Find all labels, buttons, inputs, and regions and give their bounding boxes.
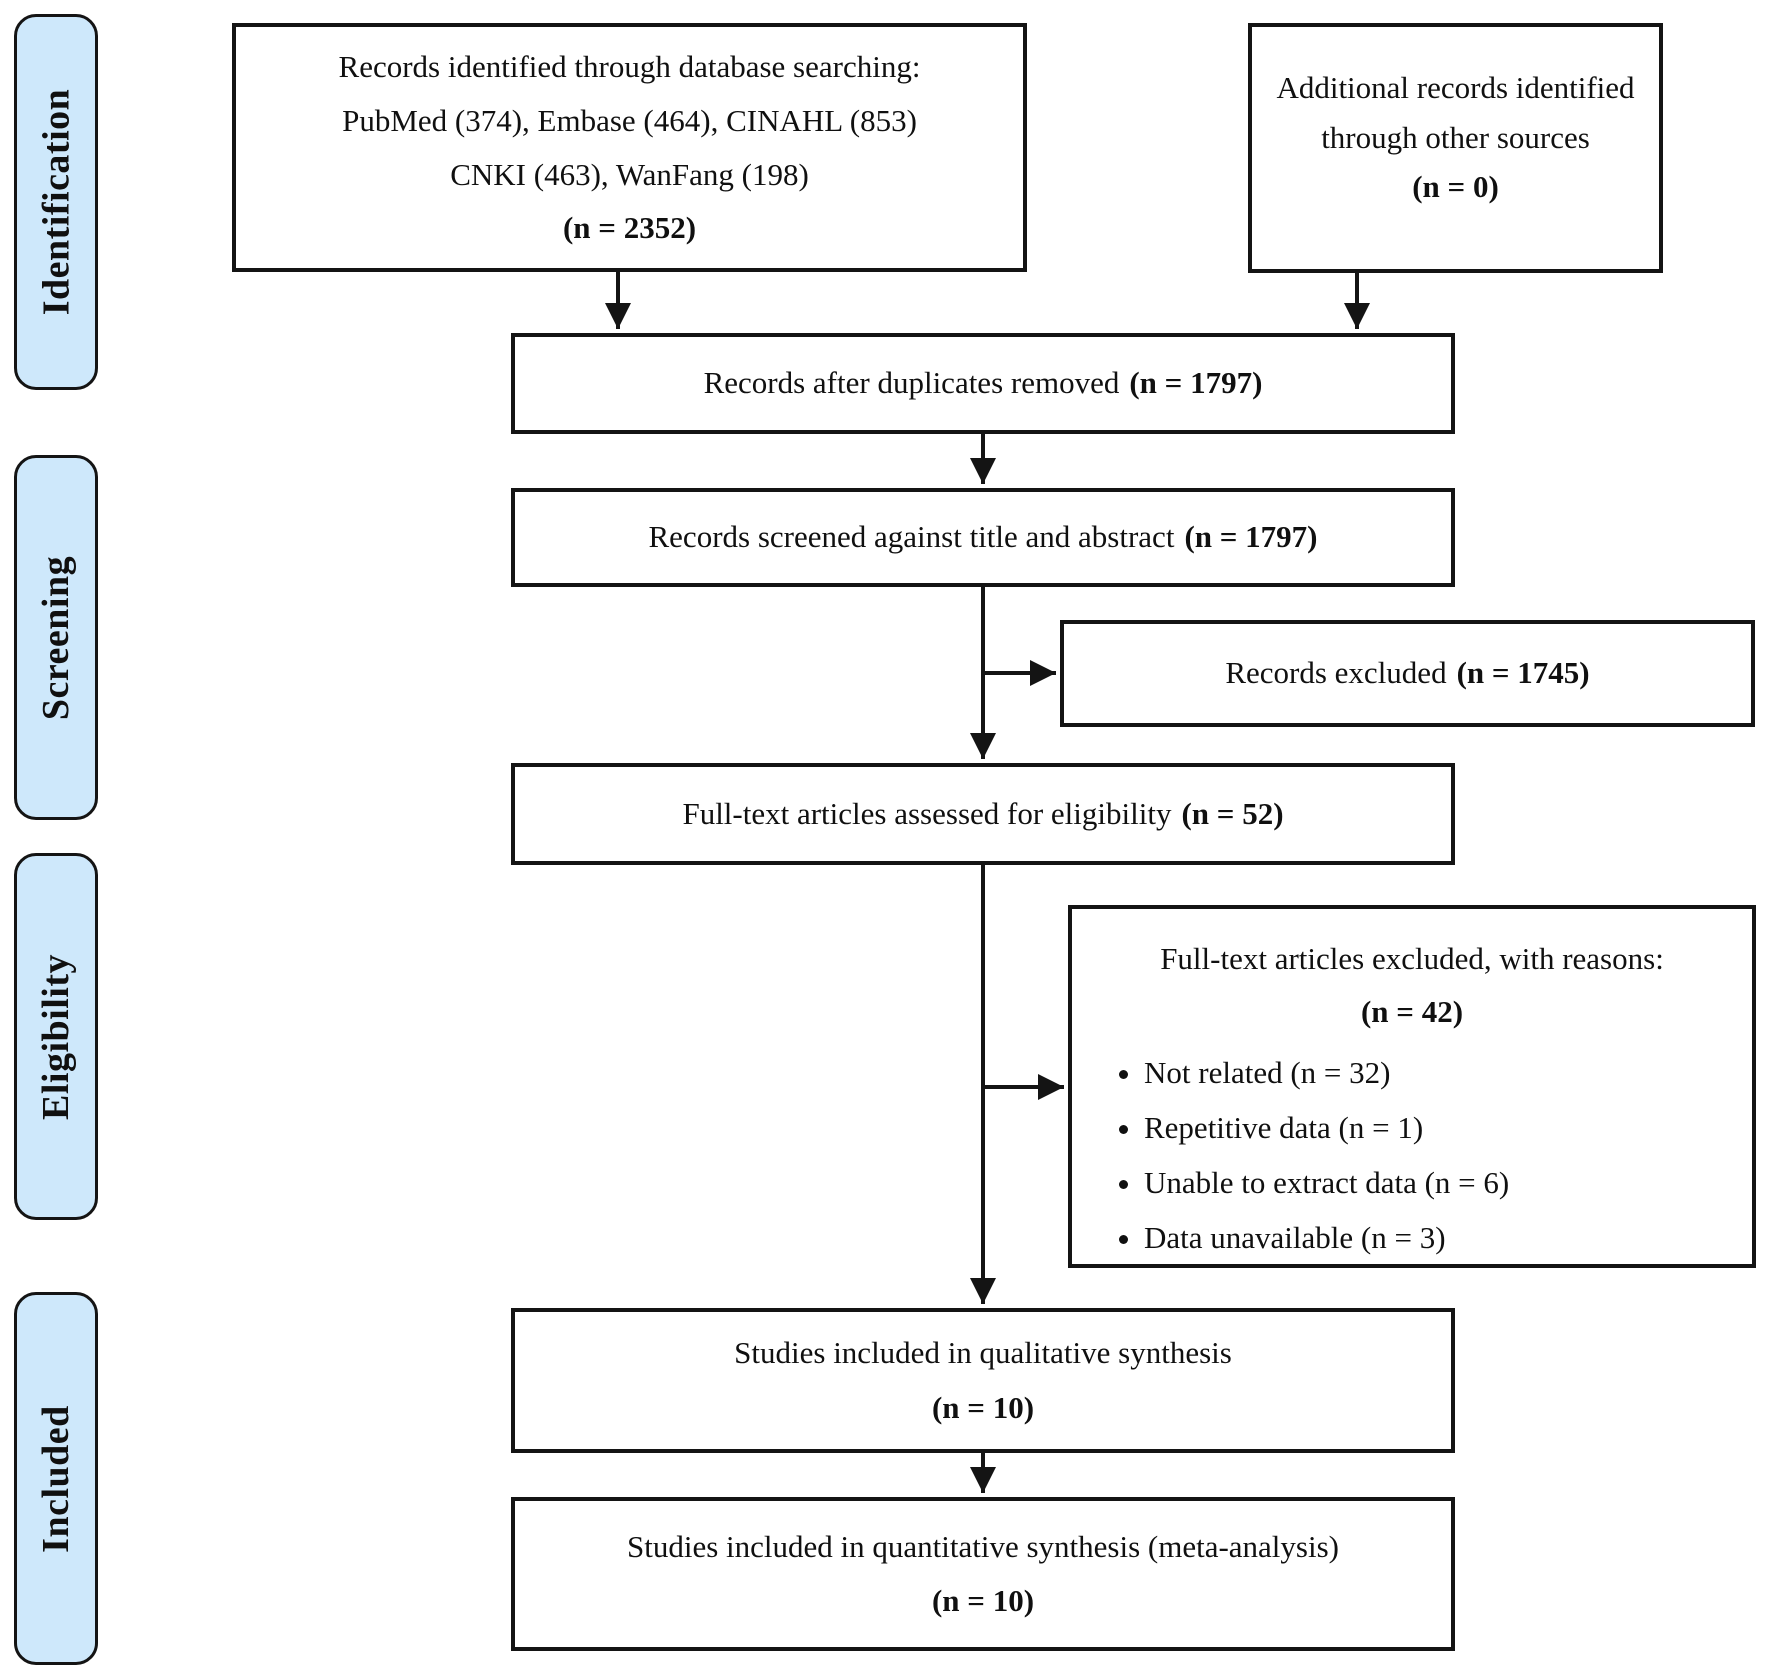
box-records-excluded: Records excluded(n = 1745) (1060, 620, 1755, 727)
stage-label-text: Included (35, 1404, 77, 1553)
box-text-line: Records after duplicates removed(n = 179… (704, 357, 1263, 410)
box-count: (n = 42) (1360, 993, 1464, 1029)
exclusion-reasons-list: Not related (n = 32) Repetitive data (n … (1092, 1052, 1732, 1271)
box-text-line: PubMed (374), Embase (464), CINAHL (853) (342, 102, 917, 138)
box-count: (n = 1745) (1456, 655, 1590, 691)
box-text-line: CNKI (463), WanFang (198) (450, 156, 809, 192)
box-text-line: Additional records identified (1276, 70, 1635, 105)
stage-label-screening: Screening (14, 455, 98, 820)
box-text: Full-text articles assessed for eligibil… (682, 795, 1172, 831)
box-text-line: Records identified through database sear… (338, 48, 921, 84)
box-title: Full-text articles excluded, with reason… (1160, 941, 1664, 976)
box-after-duplicates: Records after duplicates removed(n = 179… (511, 333, 1455, 434)
reason-item: Unable to extract data (n = 6) (1144, 1162, 1732, 1205)
box-count: (n = 2352) (562, 210, 697, 246)
box-text-line: through other sources (1321, 119, 1590, 155)
box-count: (n = 10) (931, 1389, 1035, 1425)
stage-label-text: Identification (35, 88, 77, 316)
box-records-screened: Records screened against title and abstr… (511, 488, 1455, 587)
box-text-line: Full-text articles assessed for eligibil… (682, 788, 1283, 841)
box-records-identified: Records identified through database sear… (232, 23, 1027, 272)
box-quantitative-synthesis: Studies included in quantitative synthes… (511, 1497, 1455, 1651)
box-qualitative-synthesis: Studies included in qualitative synthesi… (511, 1308, 1455, 1453)
stage-label-text: Eligibility (35, 953, 78, 1120)
box-count: (n = 10) (931, 1583, 1035, 1618)
box-text-line: Records excluded(n = 1745) (1225, 647, 1589, 700)
box-count: (n = 1797) (1129, 365, 1263, 401)
box-text-line: Records screened against title and abstr… (649, 511, 1318, 564)
box-fulltext-assessed: Full-text articles assessed for eligibil… (511, 763, 1455, 865)
stage-label-text: Screening (35, 555, 77, 720)
box-count: (n = 52) (1181, 795, 1284, 831)
reason-item: Repetitive data (n = 1) (1144, 1107, 1732, 1150)
box-text: Records excluded (1225, 655, 1447, 691)
box-count: (n = 1797) (1184, 519, 1318, 555)
box-text: Studies included in quantitative synthes… (626, 1528, 1339, 1564)
box-text: Records after duplicates removed (703, 365, 1120, 401)
stage-label-identification: Identification (14, 14, 98, 390)
box-additional-records: Additional records identified through ot… (1248, 23, 1663, 273)
stage-label-included: Included (14, 1292, 98, 1665)
box-text: Studies included in qualitative synthesi… (734, 1335, 1232, 1371)
box-count: (n = 0) (1412, 169, 1499, 205)
reason-item: Data unavailable (n = 3) (1144, 1217, 1732, 1260)
box-text: Records screened against title and abstr… (648, 519, 1175, 555)
reason-item: Not related (n = 32) (1144, 1052, 1732, 1095)
stage-label-eligibility: Eligibility (14, 853, 98, 1220)
box-fulltext-excluded-reasons: Full-text articles excluded, with reason… (1068, 905, 1756, 1268)
